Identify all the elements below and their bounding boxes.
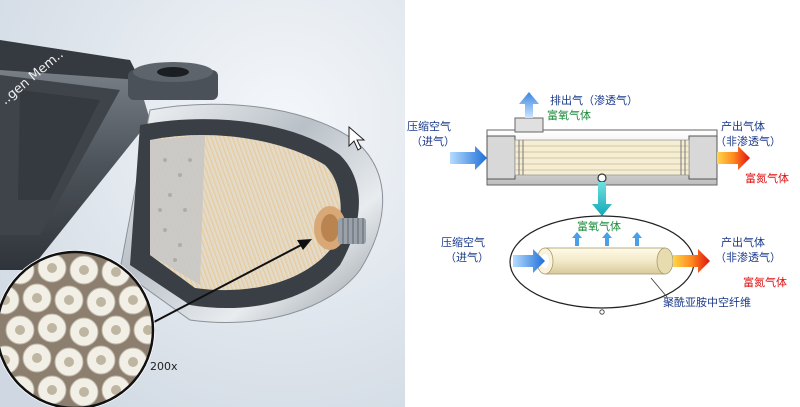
top-outlet-arrow — [717, 146, 750, 170]
housing-body: ..gen Mem.. — [0, 40, 150, 270]
permeate-label: 排出气（渗透气） — [550, 94, 638, 107]
detail-down-arrow — [592, 182, 612, 216]
bottom-dot — [599, 309, 605, 315]
membrane-photo-illustration: ..gen Mem.. — [0, 0, 405, 407]
bottom-inlet-label: 压缩空气 — [441, 236, 485, 249]
top-port-fitting — [128, 62, 218, 100]
top-inlet-arrow — [450, 146, 487, 170]
top-outlet-gas-label: 富氮气体 — [745, 172, 789, 185]
bottom-outlet-arrow — [673, 249, 710, 273]
bottom-inlet-arrow — [513, 249, 545, 273]
top-inlet-label: 压缩空气 — [407, 120, 451, 133]
permeate-gas-label: 富氧气体 — [547, 109, 591, 122]
top-outlet-label: 产出气体 — [721, 120, 765, 133]
bottom-inlet-sublabel: （进气） — [445, 251, 489, 264]
detail-anchor-dot — [597, 173, 607, 183]
separation-diagram: 压缩空气 （进气） 排出气（渗透气） 富氧气体 产出气体 （非渗透气） 富氮气体… — [405, 0, 800, 407]
bottom-outlet-label: 产出气体 — [721, 236, 765, 249]
fiber-detail — [509, 215, 695, 309]
magnification-label: 200x — [150, 360, 178, 373]
fiber-leader-line — [650, 277, 668, 298]
diagram-illustration — [450, 92, 750, 315]
bottom-outlet-gas-label: 富氮气体 — [743, 276, 787, 289]
cursor-icon — [348, 125, 366, 151]
top-inlet-sublabel: （进气） — [411, 135, 455, 148]
fiber-bundle-cutaway — [150, 134, 366, 291]
permeate-up-arrow — [519, 92, 539, 118]
top-outlet-sublabel: （非渗透气） — [715, 135, 781, 148]
membrane-module-photo: ..gen Mem.. — [0, 0, 405, 407]
fiber-permeate-gas-label: 富氧气体 — [577, 220, 621, 233]
fiber-material-label: 聚酰亚胺中空纤维 — [663, 296, 751, 309]
bottom-outlet-sublabel: （非渗透气） — [715, 251, 781, 264]
